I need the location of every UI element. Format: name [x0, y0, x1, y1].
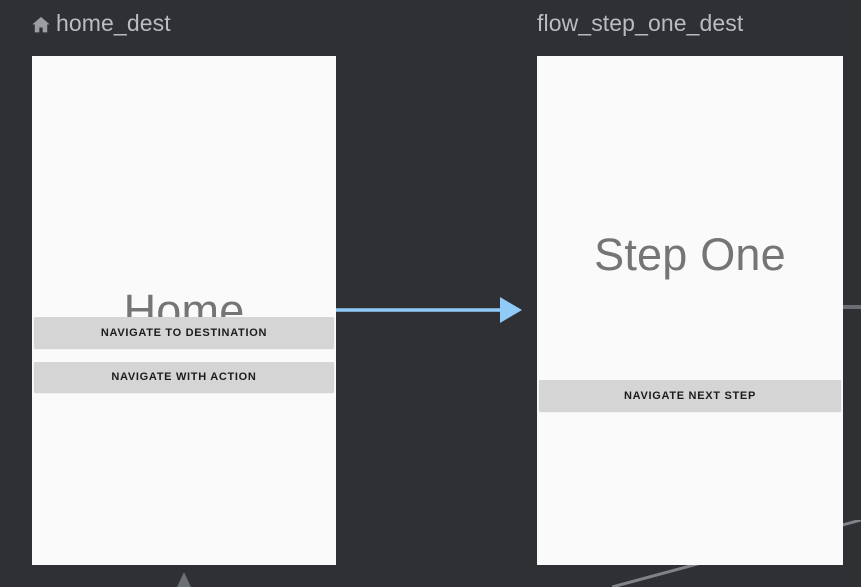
incoming-arrow-home-icon — [177, 572, 191, 587]
destination-card-flow-step-one-dest[interactable]: Step One NAVIGATE NEXT STEP — [537, 56, 843, 565]
navigate-next-step-button[interactable]: NAVIGATE NEXT STEP — [539, 380, 841, 411]
destination-label-flow-step-one-dest[interactable]: flow_step_one_dest — [537, 12, 743, 35]
destination-label-home-dest-text: home_dest — [56, 10, 171, 36]
action-arrow-home-to-flow-step-one[interactable] — [330, 292, 526, 328]
navigate-to-destination-button[interactable]: NAVIGATE TO DESTINATION — [34, 317, 334, 348]
destination-label-flow-step-one-dest-text: flow_step_one_dest — [537, 10, 744, 36]
home-icon — [30, 14, 52, 36]
destination-card-home-dest[interactable]: Home NAVIGATE TO DESTINATION NAVIGATE WI… — [32, 56, 336, 565]
navigate-with-action-button[interactable]: NAVIGATE WITH ACTION — [34, 362, 334, 392]
step-one-exit-connector — [843, 305, 861, 309]
step-one-screen-title: Step One — [594, 229, 786, 280]
destination-label-home-dest[interactable]: home_dest — [30, 12, 171, 35]
